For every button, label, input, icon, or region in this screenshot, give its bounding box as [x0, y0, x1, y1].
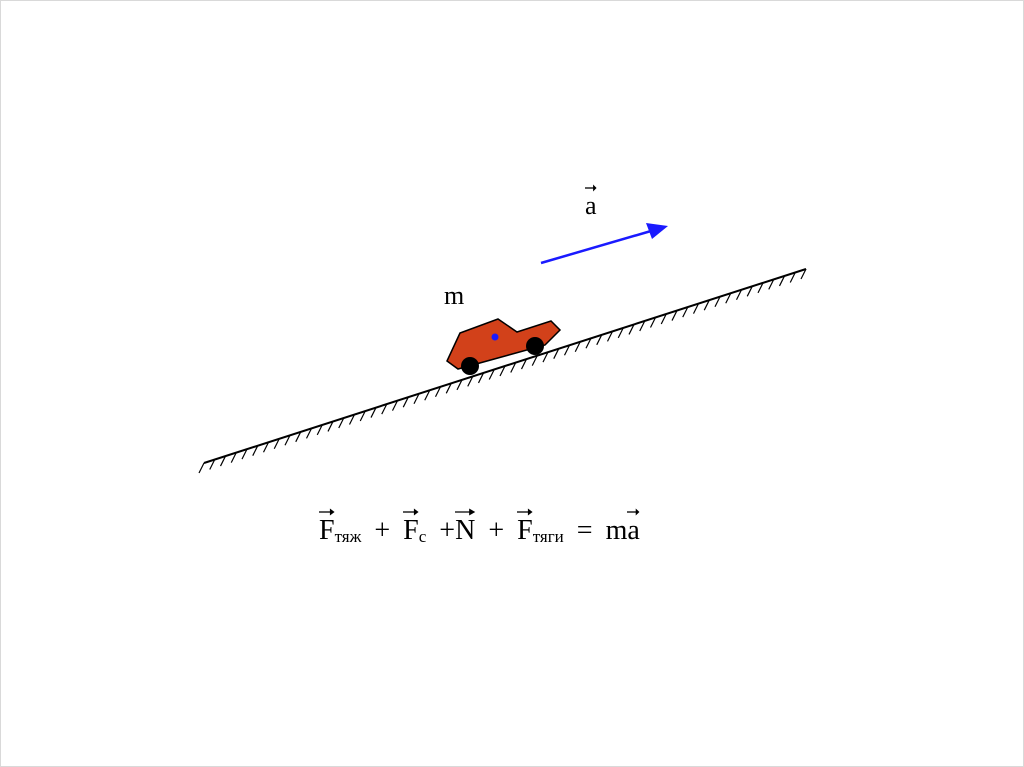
hatch-mark	[563, 344, 571, 356]
hatch-mark	[499, 365, 506, 377]
hatch-mark	[327, 421, 334, 432]
car-body	[446, 318, 562, 370]
hatch-mark	[209, 459, 216, 470]
hatch-mark	[596, 334, 603, 346]
hatch-mark	[585, 338, 592, 349]
hatch-mark	[434, 386, 442, 398]
hatch-mark	[789, 272, 796, 283]
hatch-mark	[735, 289, 743, 301]
hatch-mark	[413, 393, 420, 404]
acceleration-arrow	[540, 223, 668, 265]
center-of-mass-dot	[491, 333, 499, 341]
hatch-mark	[456, 379, 463, 391]
hatch-mark	[606, 331, 614, 342]
hatch-mark	[671, 310, 678, 321]
hatch-mark	[692, 303, 700, 314]
rear-wheel	[461, 357, 479, 375]
hatch-mark	[402, 396, 409, 408]
mass-symbol: m	[605, 515, 628, 546]
hatch-mark	[617, 327, 624, 339]
gravity-subscript: тяж	[334, 527, 362, 546]
hatch-mark	[660, 313, 667, 325]
plus-sign: +	[439, 515, 456, 546]
hatch-mark	[348, 414, 356, 425]
friction-force-vector: F	[403, 508, 419, 547]
acceleration-vector: a	[627, 508, 640, 547]
hatch-mark	[649, 317, 657, 328]
hatch-mark	[703, 299, 710, 311]
hatch-mark	[316, 424, 323, 436]
friction-subscript: c	[418, 527, 427, 546]
plus-sign: +	[488, 515, 505, 546]
hatch-mark	[467, 376, 474, 387]
hatch-mark	[295, 431, 302, 443]
hatch-mark	[746, 286, 753, 297]
hatch-mark	[531, 355, 538, 366]
hatch-mark	[198, 462, 205, 474]
hatch-mark	[230, 452, 237, 463]
hatch-mark	[639, 320, 646, 332]
hatch-mark	[477, 372, 485, 384]
hatch-mark	[628, 324, 635, 335]
hatch-mark	[273, 438, 280, 450]
hatch-mark	[381, 403, 388, 415]
front-wheel	[526, 337, 544, 355]
hatch-mark	[725, 292, 732, 304]
gravity-force-vector: F	[319, 508, 335, 547]
hatch-mark	[252, 445, 259, 456]
mass-label: m	[444, 281, 465, 310]
hatch-mark	[445, 383, 452, 394]
hatch-mark	[219, 455, 227, 467]
plus-sign: +	[374, 515, 391, 546]
hatch-mark	[714, 296, 721, 307]
traction-subscript: тяги	[532, 527, 564, 546]
hatch-mark	[553, 348, 560, 359]
hatch-mark	[424, 389, 431, 401]
incline-hatching	[198, 268, 807, 474]
hatch-mark	[262, 441, 270, 453]
hatch-mark	[510, 362, 517, 373]
hatch-mark	[682, 306, 689, 318]
equals-sign: =	[576, 515, 593, 546]
hatch-mark	[359, 410, 366, 422]
hatch-mark	[757, 282, 764, 294]
hatch-mark	[520, 358, 528, 370]
newton-equation: F тяж + F c + N + F тяги = m	[319, 508, 640, 547]
hatch-mark	[488, 369, 495, 380]
hatch-mark	[800, 268, 807, 280]
hatch-mark	[542, 351, 549, 363]
hatch-mark	[768, 279, 775, 290]
hatch-mark	[305, 428, 313, 439]
acceleration-label: a	[585, 184, 597, 221]
hatch-mark	[338, 417, 345, 429]
hatch-mark	[241, 448, 248, 460]
hatch-mark	[574, 341, 581, 353]
car	[446, 318, 562, 375]
hatch-mark	[778, 275, 786, 287]
hatch-mark	[370, 407, 377, 418]
traction-force-vector: F	[517, 508, 533, 547]
hatch-mark	[391, 400, 399, 411]
normal-force-vector: N	[455, 508, 476, 547]
hatch-mark	[284, 435, 291, 446]
